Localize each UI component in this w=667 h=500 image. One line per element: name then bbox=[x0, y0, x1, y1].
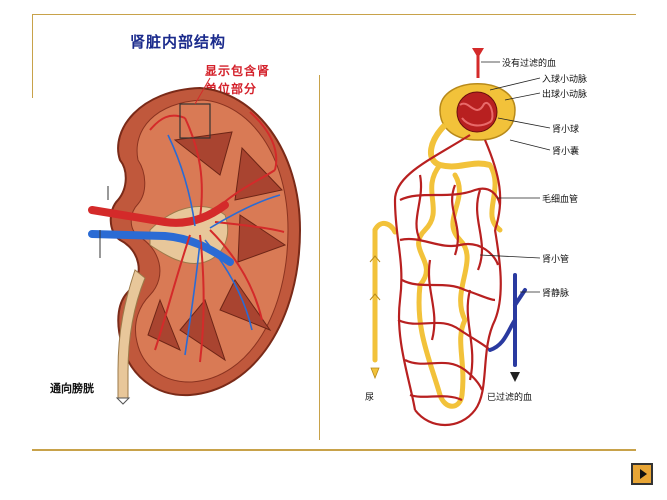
label-bowman-capsule: 肾小囊 bbox=[552, 147, 580, 157]
panel-divider bbox=[319, 75, 320, 440]
label-filtered-blood: 已过滤的血 bbox=[487, 393, 533, 403]
label-glomerulus: 肾小球 bbox=[552, 125, 580, 135]
label-capillary: 毛细血管 bbox=[542, 195, 579, 205]
label-renal-tubule: 肾小管 bbox=[542, 255, 570, 265]
label-renal-vein: 肾静脉 bbox=[542, 289, 570, 299]
slide-title: 肾脏内部结构 bbox=[130, 33, 227, 51]
label-urine: 尿 bbox=[365, 393, 375, 403]
nephron-diagram bbox=[369, 48, 551, 426]
play-next-icon bbox=[640, 469, 647, 479]
label-to-bladder: 通向膀胱 bbox=[50, 382, 94, 395]
label-afferent-arteriole: 入球小动脉 bbox=[542, 75, 588, 85]
label-efferent-arteriole: 出球小动脉 bbox=[542, 90, 588, 100]
next-slide-button[interactable] bbox=[631, 463, 653, 485]
frame-bottom-line bbox=[32, 449, 636, 451]
frame-left-line bbox=[32, 14, 33, 98]
frame-top-line bbox=[32, 14, 636, 15]
nephron-note-line1: 显示包含肾 bbox=[205, 64, 271, 78]
kidney-cross-section bbox=[88, 69, 302, 405]
label-unfiltered-blood: 没有过滤的血 bbox=[502, 59, 557, 69]
